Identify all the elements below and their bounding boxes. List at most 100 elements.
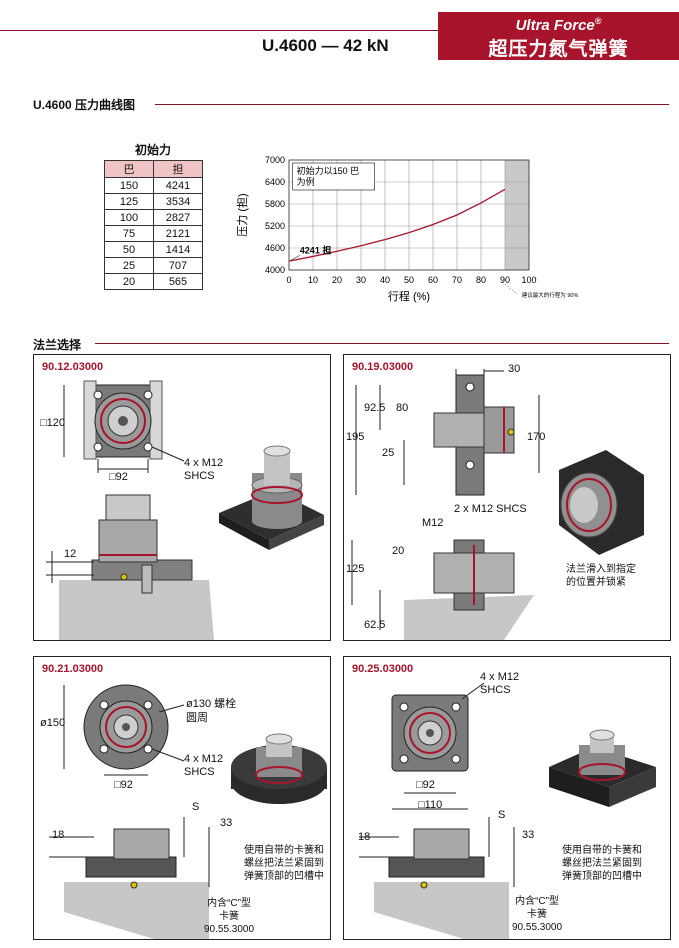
- dim-110: □110: [418, 799, 443, 811]
- chart-y-tick: 4600: [265, 243, 285, 253]
- pressure-curve-chart: 0 10 20 30 40 50 60 70 80 90 100 4000 4600 5200 5800 64…: [235, 155, 578, 303]
- header-rule: [0, 30, 438, 31]
- force-table-header-bar: 巴: [104, 160, 154, 178]
- panel-90-12-drawing: [46, 380, 324, 640]
- force-table-bar-cell: 25: [104, 257, 154, 274]
- chart-y-tick: 5800: [265, 199, 285, 209]
- dim-170: 170: [527, 431, 546, 443]
- force-table-bar-cell: 150: [104, 177, 154, 194]
- dim-18: 18: [52, 829, 65, 841]
- chart-annotation-pointer: [290, 255, 300, 261]
- chart-x-label: 行程 (%): [388, 290, 430, 303]
- force-table-force-cell: 2827: [153, 209, 203, 226]
- panel-90-12: 90.12.03000 □120: [33, 354, 331, 641]
- dim-bottom-92: □92: [109, 471, 128, 483]
- bolt-label: 2 x M12 SHCS: [454, 503, 527, 515]
- chart-x-tick: 80: [476, 275, 486, 285]
- panel-90-21-drawing: [49, 684, 327, 939]
- chart-x-tick: 70: [452, 275, 462, 285]
- dim-195: 195: [346, 431, 365, 443]
- dim-25: 25: [382, 447, 395, 459]
- panel-code: 90.19.03000: [352, 361, 414, 373]
- brand-registered-mark: ®: [594, 16, 602, 26]
- force-table-force-cell: 3534: [153, 193, 203, 210]
- chart-shaded-region: [505, 160, 529, 270]
- section-flange-title: 法兰选择: [33, 338, 82, 352]
- panel-code: 90.25.03000: [352, 663, 414, 675]
- chart-x-tick: 100: [521, 275, 536, 285]
- dim-s: S: [498, 809, 506, 821]
- force-table-bar-cell: 100: [104, 209, 154, 226]
- dim-30: 30: [508, 363, 521, 375]
- clip-label: 内含“C”型 卡簧 90.55.3000: [204, 898, 255, 935]
- bolt-label: 4 x M12 SHCS: [184, 753, 224, 778]
- dim-20: 20: [392, 545, 405, 557]
- dim-dia-150: ø150: [40, 717, 66, 729]
- chart-annotation-text: 初始力以150 巴为例: [297, 165, 360, 187]
- bolt-label: 4 x M12 SHCS: [184, 457, 224, 482]
- force-table-force-cell: 2121: [153, 225, 203, 242]
- brand-name-zh: 超压力氮气弹簧: [488, 39, 629, 60]
- force-table-header-force: 担: [153, 160, 203, 178]
- panel-90-19-drawing: [351, 369, 644, 640]
- dim-33: 33: [522, 829, 535, 841]
- force-table-force-cell: 1414: [153, 241, 203, 258]
- force-table-title: 初始力: [135, 143, 172, 157]
- m12-label: M12: [422, 517, 444, 529]
- force-table-bar-cell: 125: [104, 193, 154, 210]
- chart-y-tick: 6400: [265, 177, 285, 187]
- install-note: 使用自带的卡簧和 螺丝把法兰紧固到 弹簧顶部的凹槽中: [244, 845, 324, 882]
- chart-x-tick: 40: [380, 275, 390, 285]
- force-table-bar-cell: 75: [104, 225, 154, 242]
- chart-y-tick: 7000: [265, 155, 285, 165]
- model-title: U.4600 — 42 kN: [262, 36, 389, 55]
- chart-x-tick: 20: [332, 275, 342, 285]
- dim-bottom-92: □92: [114, 779, 133, 791]
- force-table-bar-cell: 20: [104, 273, 154, 290]
- chart-x-tick: 0: [286, 275, 291, 285]
- section-flange-rule: [95, 343, 669, 344]
- chart-y-tick: 4000: [265, 265, 285, 275]
- panel-90-19: 90.19.03000 30 92.5 80 195 170 25 2 x M1…: [343, 354, 671, 641]
- panel-code: 90.21.03000: [42, 663, 104, 675]
- chart-x-tick: 50: [404, 275, 414, 285]
- chart-x-tick: 60: [428, 275, 438, 285]
- dim-height-12: 12: [64, 548, 77, 560]
- chart-recommend-note: 建议最大的行程为 90%: [522, 291, 579, 299]
- dim-33: 33: [220, 817, 233, 829]
- chart-y-label: 压力 (担): [235, 193, 249, 236]
- dim-80: 80: [396, 402, 409, 414]
- panel-90-21: 90.21.03000 ø150 ø130 螺栓 圆周 4 x M12 SHCS…: [33, 656, 331, 940]
- chart-annotation-point: 4241 担: [300, 245, 332, 256]
- dim-62-5: 62.5: [364, 619, 386, 631]
- dim-18: 18: [358, 831, 371, 843]
- section-curve-title: U.4600 压力曲线图: [33, 98, 136, 112]
- chart-x-tick: 10: [308, 275, 318, 285]
- force-table-force-cell: 707: [153, 257, 203, 274]
- chart-y-tick: 5200: [265, 221, 285, 231]
- panel-code: 90.12.03000: [42, 361, 104, 373]
- dim-s: S: [192, 801, 200, 813]
- bolt-circle-label: ø130 螺栓 圆周: [186, 698, 237, 724]
- panel-90-25-drawing: [359, 682, 656, 939]
- chart-x-tick: 30: [356, 275, 366, 285]
- brand-banner: Ultra Force® 超压力氮气弹簧: [438, 12, 679, 60]
- dim-125: 125: [346, 563, 365, 575]
- install-note: 法兰滑入到指定 的位置并锁紧: [566, 564, 636, 588]
- chart-annotation-box: [292, 162, 375, 191]
- dim-92: □92: [416, 779, 435, 791]
- force-table-force-cell: 565: [153, 273, 203, 290]
- chart-x-tick: 90: [500, 275, 510, 285]
- force-table-bar-cell: 50: [104, 241, 154, 258]
- dim-92-5: 92.5: [364, 402, 386, 414]
- dim-side-120: □120: [40, 417, 65, 429]
- force-table-force-cell: 4241: [153, 177, 203, 194]
